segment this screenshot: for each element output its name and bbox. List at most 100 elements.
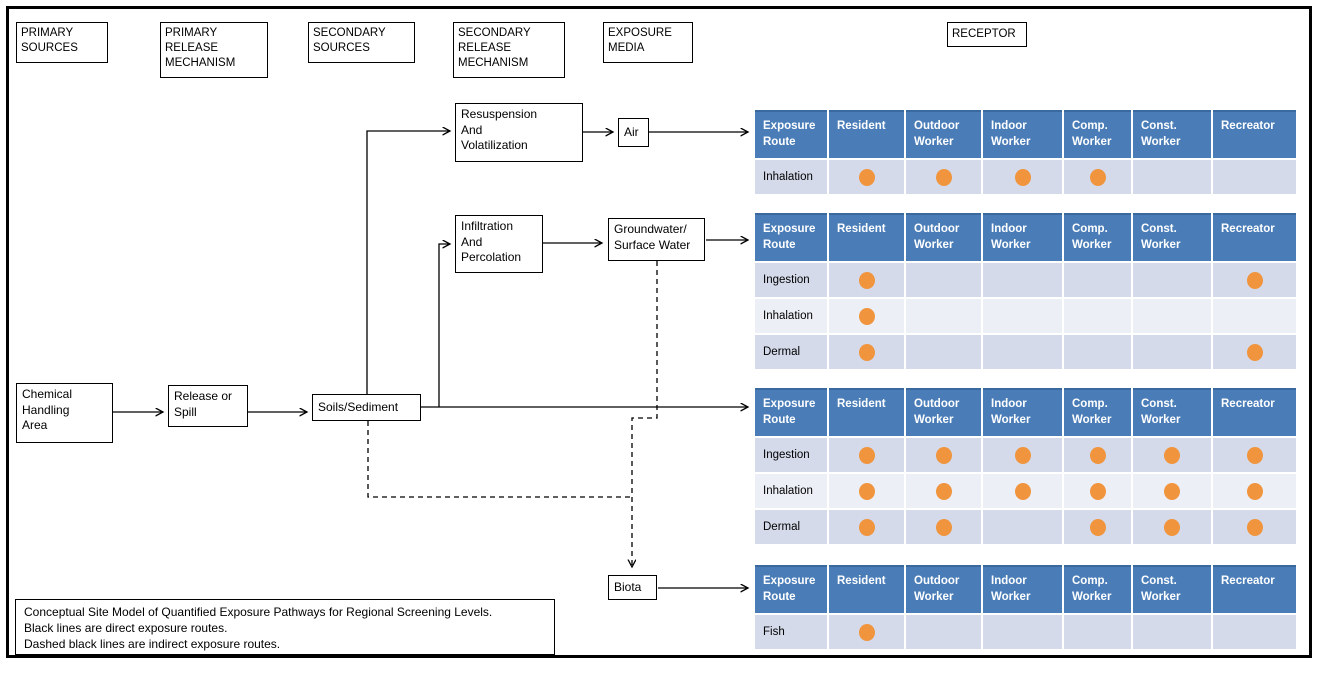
column-header: Const. Worker <box>1133 213 1211 261</box>
exposure-route-row: Dermal <box>755 510 1296 544</box>
exposure-dot <box>1164 518 1180 536</box>
caption-line-1: Conceptual Site Model of Quantified Expo… <box>24 605 493 619</box>
exposure-route-label: Inhalation <box>755 299 827 333</box>
column-header: Outdoor Worker <box>906 388 981 436</box>
column-header: Resident <box>829 565 904 613</box>
receptor-cell-marked <box>1213 263 1296 297</box>
exposure-dot <box>858 482 875 500</box>
exposure-dot <box>1089 482 1106 500</box>
exposure-dot <box>1014 482 1031 500</box>
receptor-cell-empty <box>906 299 981 333</box>
column-header: Const. Worker <box>1133 388 1211 436</box>
receptor-cell-empty <box>1133 299 1211 333</box>
dashed-line-soils-to-biota <box>367 421 632 498</box>
column-header: Outdoor Worker <box>906 110 981 158</box>
column-header: Indoor Worker <box>983 213 1062 261</box>
exposure-route-label: Inhalation <box>755 474 827 508</box>
receptor-cell-marked <box>829 615 904 649</box>
exposure-dot <box>1246 446 1263 464</box>
exposure-dot <box>858 518 875 536</box>
receptor-cell-empty <box>983 263 1062 297</box>
stage-box-secondary-sources: SECONDARY SOURCES <box>308 22 415 63</box>
receptor-cell-marked <box>1213 474 1296 508</box>
receptor-cell-marked <box>1064 510 1131 544</box>
stage-box-receptor: RECEPTOR <box>947 22 1027 47</box>
column-header: Exposure Route <box>755 388 827 436</box>
exposure-dot <box>1089 446 1106 464</box>
column-header: Comp. Worker <box>1064 565 1131 613</box>
exposure-dot <box>1089 168 1106 186</box>
exposure-dot <box>858 343 875 361</box>
exposure-route-label: Ingestion <box>755 438 827 472</box>
exposure-dot <box>858 446 875 464</box>
receptor-cell-marked <box>829 510 904 544</box>
receptor-cell-marked <box>906 160 981 194</box>
column-header: Comp. Worker <box>1064 110 1131 158</box>
exposure-dot <box>1246 518 1263 536</box>
exposure-dot <box>1246 482 1263 500</box>
receptor-cell-empty <box>1064 299 1131 333</box>
column-header: Comp. Worker <box>1064 388 1131 436</box>
exposure-route-row: Inhalation <box>755 160 1296 194</box>
receptor-cell-marked <box>1064 160 1131 194</box>
receptor-cell-marked <box>1133 474 1211 508</box>
receptor-cell-empty <box>1213 160 1296 194</box>
exposure-route-row: Ingestion <box>755 263 1296 297</box>
stage-box-primary-sources: PRIMARY SOURCES <box>16 22 108 63</box>
receptor-cell-empty <box>983 299 1062 333</box>
stage-box-secondary-release-mechanism: SECONDARY RELEASE MECHANISM <box>453 22 565 78</box>
exposure-dot <box>1246 271 1263 289</box>
flow-box-air: Air <box>618 118 649 147</box>
flow-box-chemical-handling-area: Chemical Handling Area <box>16 383 113 443</box>
receptor-cell-marked <box>983 474 1062 508</box>
stage-box-exposure-media: EXPOSURE MEDIA <box>603 22 693 63</box>
caption-line-3: Dashed black lines are indirect exposure… <box>24 637 281 652</box>
column-header: Resident <box>829 110 904 158</box>
receptor-cell-marked <box>1064 438 1131 472</box>
receptor-cell-marked <box>983 160 1062 194</box>
receptor-cell-empty <box>1064 615 1131 649</box>
line-soils-to-resuspension <box>366 131 450 394</box>
column-header: Comp. Worker <box>1064 213 1131 261</box>
column-header: Const. Worker <box>1133 110 1211 158</box>
receptor-cell-marked <box>829 160 904 194</box>
exposure-dot <box>1014 168 1031 186</box>
exposure-dot <box>935 446 952 464</box>
receptor-cell-marked <box>829 335 904 369</box>
caption-line-2: Black lines are direct exposure routes. <box>24 621 228 636</box>
receptor-cell-empty <box>983 615 1062 649</box>
exposure-route-label: Dermal <box>755 510 827 544</box>
exposure-dot <box>935 168 952 186</box>
exposure-dot <box>1246 343 1263 361</box>
exposure-dot <box>858 271 875 289</box>
column-header: Exposure Route <box>755 565 827 613</box>
receptor-cell-empty <box>906 263 981 297</box>
receptor-cell-empty <box>983 335 1062 369</box>
caption-box: Conceptual Site Model of Quantified Expo… <box>15 599 555 655</box>
flow-box-groundwater-surface-water: Groundwater/ Surface Water <box>608 218 705 261</box>
column-header: Indoor Worker <box>983 565 1062 613</box>
dashed-line-groundwater-to-biota <box>632 261 658 567</box>
exposure-dot <box>1089 518 1106 536</box>
receptor-cell-marked <box>829 263 904 297</box>
exposure-route-label: Inhalation <box>755 160 827 194</box>
receptor-cell-marked <box>1064 474 1131 508</box>
flow-box-soils-sediment: Soils/Sediment <box>312 394 421 421</box>
line-soils-to-infiltration <box>438 244 450 407</box>
receptor-cell-empty <box>1133 263 1211 297</box>
exposure-route-label: Fish <box>755 615 827 649</box>
receptor-cell-marked <box>829 474 904 508</box>
column-header: Outdoor Worker <box>906 213 981 261</box>
column-header: Outdoor Worker <box>906 565 981 613</box>
exposure-route-row: Fish <box>755 615 1296 649</box>
exposure-route-label: Dermal <box>755 335 827 369</box>
receptor-cell-marked <box>1133 438 1211 472</box>
receptor-cell-marked <box>906 438 981 472</box>
